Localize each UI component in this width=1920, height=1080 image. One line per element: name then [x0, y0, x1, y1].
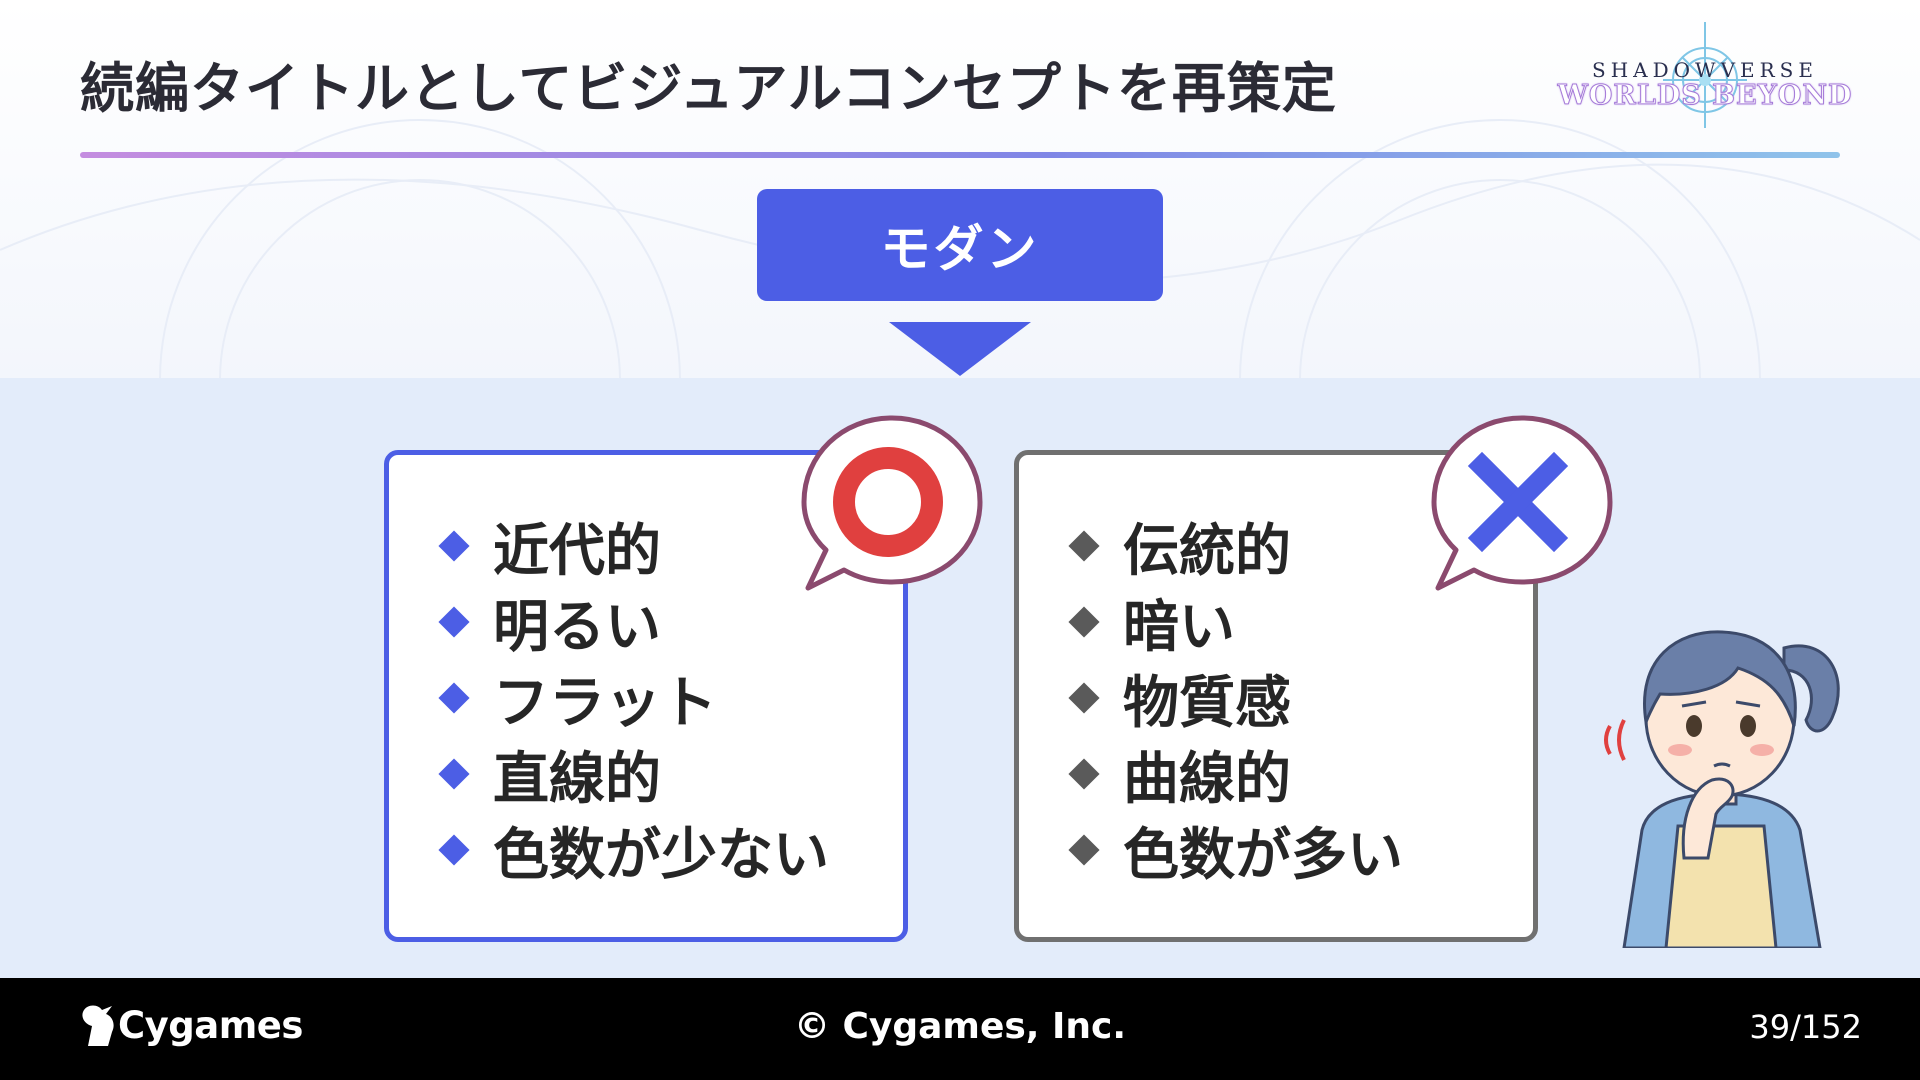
list-item: 明るい: [437, 587, 661, 660]
list-item: 直線的: [437, 739, 661, 812]
game-logo: SHADOWVERSE WORLDS BEYOND: [1555, 18, 1855, 130]
list-item-label: 曲線的: [1123, 746, 1291, 812]
diamond-bullet-icon: [438, 530, 470, 562]
concept-label: モダン: [880, 220, 1040, 278]
list-item: 曲線的: [1067, 739, 1291, 812]
diamond-bullet-icon: [1068, 834, 1100, 866]
copyright-text: © Cygames, Inc.: [793, 1006, 1127, 1047]
diamond-bullet-icon: [438, 606, 470, 638]
list-item-label: 近代的: [493, 518, 661, 584]
diamond-bullet-icon: [1068, 758, 1100, 790]
list-item: 色数が少ない: [437, 815, 829, 888]
diamond-bullet-icon: [438, 682, 470, 714]
cross-mark-bubble-icon: [1431, 415, 1613, 591]
list-item-label: 伝統的: [1123, 518, 1291, 584]
brand-name: Cygames: [118, 1003, 303, 1047]
concept-box: モダン: [757, 189, 1163, 301]
logo-line-2: WORLDS BEYOND: [1557, 80, 1853, 112]
list-item: 色数が多い: [1067, 815, 1403, 888]
list-item-label: 物質感: [1123, 670, 1291, 736]
list-item-label: 明るい: [493, 594, 661, 660]
diamond-bullet-icon: [438, 758, 470, 790]
down-arrow-icon: [889, 322, 1031, 376]
list-item-label: 暗い: [1123, 594, 1235, 660]
list-item-label: 色数が多い: [1123, 822, 1403, 888]
diamond-bullet-icon: [1068, 606, 1100, 638]
footer: Cygames © Cygames, Inc. 39/152: [0, 978, 1920, 1080]
list-item: 暗い: [1067, 587, 1235, 660]
list-item: フラット: [437, 663, 717, 736]
title-divider: [80, 152, 1840, 158]
slide-title: 続編タイトルとしてビジュアルコンセプトを再策定: [80, 57, 1337, 120]
list-item: 伝統的: [1067, 511, 1291, 584]
list-item-label: フラット: [493, 670, 717, 736]
thinking-girl-illustration-icon: [1604, 630, 1840, 948]
list-item: 物質感: [1067, 663, 1291, 736]
diamond-bullet-icon: [1068, 682, 1100, 714]
cygames-mark-icon: [82, 1005, 114, 1046]
list-item-label: 直線的: [493, 746, 661, 812]
list-item: 近代的: [437, 511, 661, 584]
diamond-bullet-icon: [1068, 530, 1100, 562]
logo-line-1: SHADOWVERSE: [1592, 58, 1818, 82]
brand-logo: Cygames: [78, 1000, 303, 1050]
page-number: 39/152: [1749, 1008, 1862, 1046]
diamond-bullet-icon: [438, 834, 470, 866]
list-item-label: 色数が少ない: [493, 822, 829, 888]
logo-emblem-icon: [1663, 22, 1747, 128]
circle-mark-bubble-icon: [801, 415, 983, 591]
